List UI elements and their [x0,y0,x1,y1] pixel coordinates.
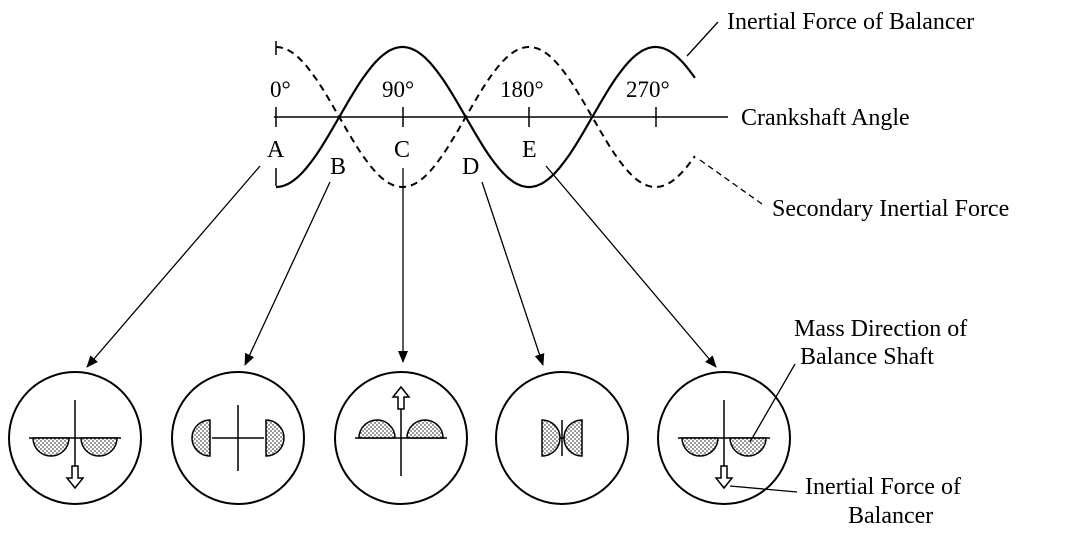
mass-direction-label-2: Balance Shaft [800,344,934,370]
force-arrow-up [391,385,411,410]
secondary-force-curve [276,46,696,188]
angle-label-0: 0° [270,77,291,102]
mass-half-disc [80,437,118,457]
balance-state-e [657,371,791,505]
force-arrow-down [65,465,85,490]
secondary-force-label: Secondary Inertial Force [772,196,1009,222]
balance-state-c [334,371,468,505]
mass-direction-label-1: Mass Direction of [794,316,967,342]
point-label-d: D [462,154,479,180]
mass-half-disc [32,437,70,457]
balancer-force-label: Inertial Force of Balancer [727,9,974,35]
angle-label-90: 90° [382,77,414,102]
angle-label-270: 270° [626,77,670,102]
inertial-force-label-1: Inertial Force of [805,474,961,500]
mass-half-disc [681,437,719,457]
balance-state-a [8,371,142,505]
point-label-e: E [522,137,537,163]
mass-half-disc [541,419,561,457]
inertial-force-label-2: Balancer [848,503,933,529]
inertial-force-leader [729,485,798,493]
point-label-c: C [394,137,410,163]
point-label-b: B [330,154,346,180]
balance-state-d [495,371,629,505]
mass-half-disc [406,419,444,439]
point-label-a: A [267,137,285,163]
mass-half-disc [729,437,767,457]
mass-direction-leader [749,363,796,443]
angle-label-180: 180° [500,77,544,102]
secondary-force-leader [699,159,763,205]
axis-tick-marks [275,107,657,127]
balancer-force-curve [276,45,696,189]
crankshaft-angle-label: Crankshaft Angle [741,105,910,131]
point-arrows [86,165,717,368]
mass-half-disc [265,419,285,457]
mass-half-disc [358,419,396,439]
balance-state-b [171,371,305,505]
force-arrow-down [714,465,734,490]
mass-half-disc [191,419,211,457]
balancer-force-leader [686,21,719,57]
mass-half-disc [563,419,583,457]
